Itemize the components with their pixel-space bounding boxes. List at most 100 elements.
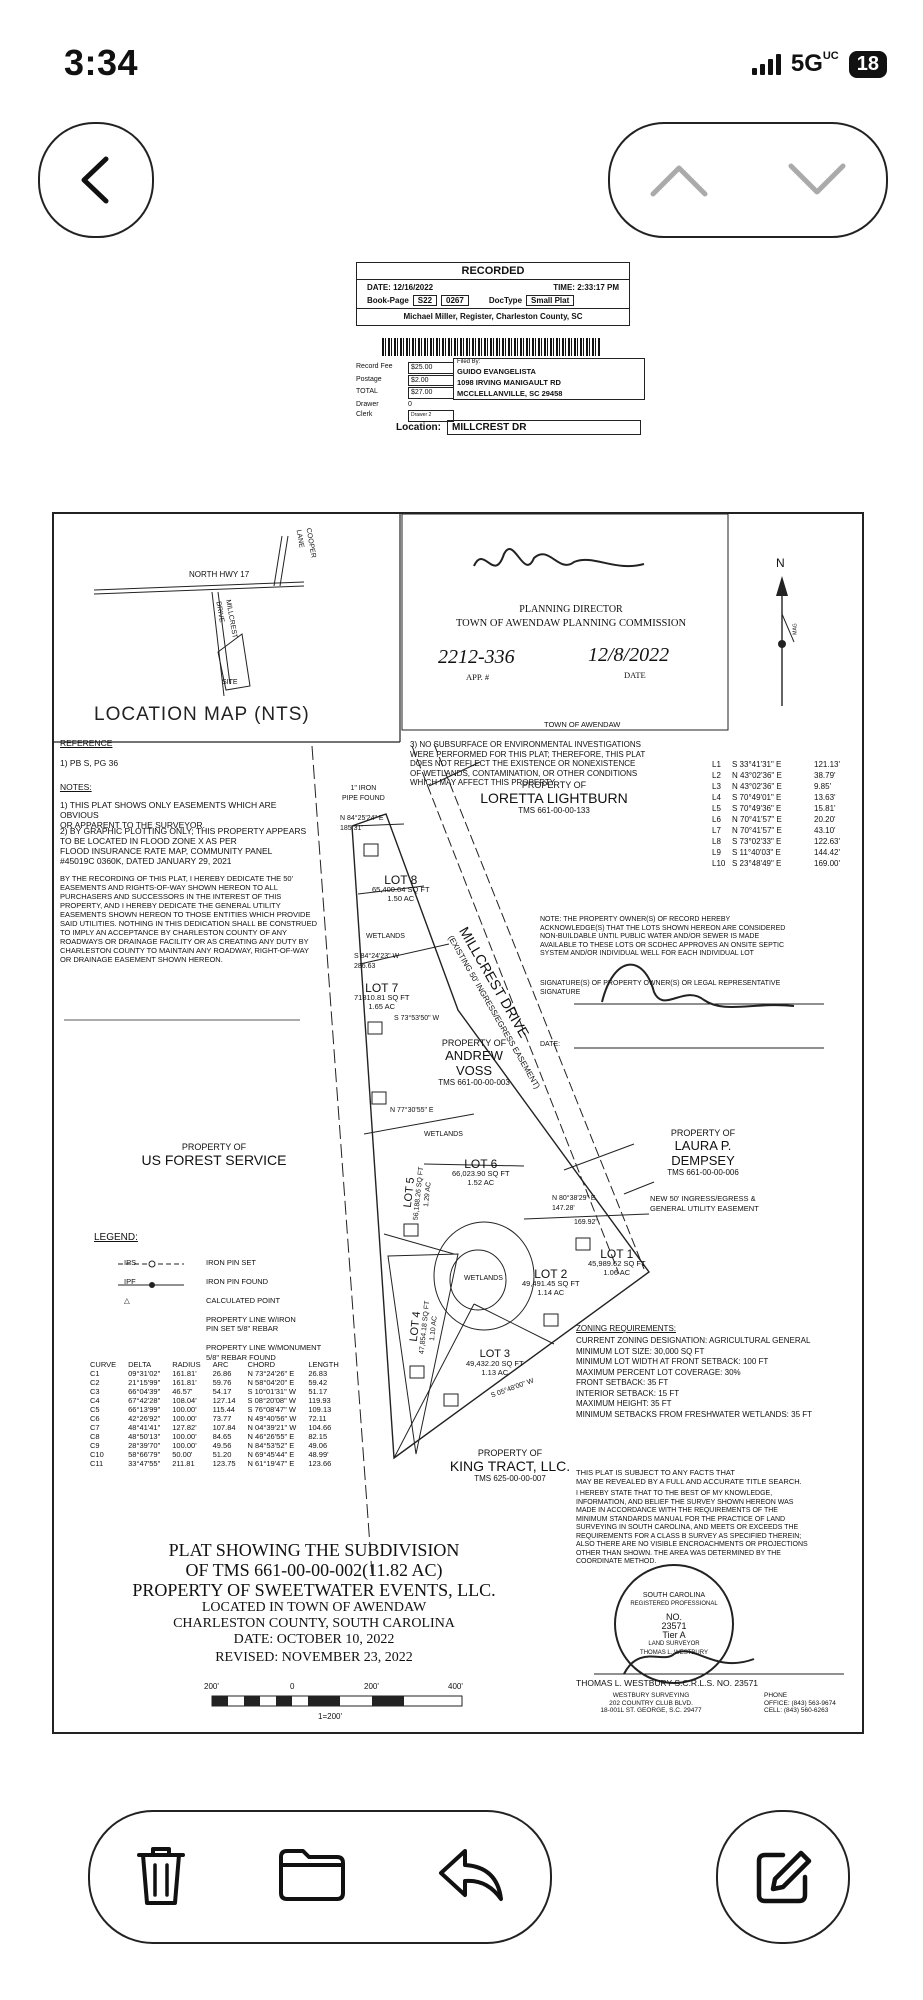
curve-cell: 51.20 [212, 1450, 232, 1459]
curve-cell: C6 [90, 1414, 100, 1423]
lot-acres: 1.50 AC [387, 894, 415, 903]
lot-area: 45,989.62 SQ FT [588, 1259, 646, 1268]
title-line: PLAT SHOWING THE SUBDIVISION [168, 1540, 460, 1560]
curve-cell: S 10°01'31" W [247, 1387, 296, 1396]
lot-acres: 1.52 AC [467, 1178, 495, 1187]
fee-value: Drawer 2 [408, 410, 454, 422]
town-label: TOWN OF AWENDAW [544, 720, 621, 729]
lot-area: 49,491.45 SQ FT [522, 1279, 580, 1288]
legend-sym-calc: △ [124, 1295, 130, 1305]
bearing-distance: 286.63 [354, 963, 376, 970]
curve-cell: N 04°39'21" W [247, 1423, 297, 1432]
wetlands-label: WETLANDS [424, 1131, 463, 1138]
curve-cell: 84.65 [212, 1432, 232, 1441]
line-distance: 15.81' [814, 804, 836, 813]
seal-state: SOUTH CAROLINA [642, 1591, 706, 1599]
curve-cell: 59.76 [212, 1378, 232, 1387]
legend-sym-ipf: IPF [124, 1276, 136, 1286]
line-id: L4 [712, 793, 721, 802]
reply-button[interactable] [427, 1837, 515, 1918]
move-folder-button[interactable] [267, 1837, 357, 1918]
curve-cell: 109.13 [308, 1405, 332, 1414]
curve-cell: 211.81 [172, 1459, 195, 1468]
curve-cell: 161.81' [172, 1369, 197, 1378]
fee-label: Drawer [356, 400, 379, 408]
new-easement-label: NEW 50' INGRESS/EGRESS & GENERAL UTILITY… [650, 1194, 759, 1213]
line-distance: 144.42' [814, 848, 840, 857]
lot-name: LOT 3 [479, 1348, 510, 1360]
curve-cell: 100.00' [172, 1441, 197, 1450]
line-id: L5 [712, 804, 721, 813]
lot-area: 49,432.20 SQ FT [466, 1359, 524, 1368]
back-button[interactable] [38, 122, 154, 238]
legend-item: PROPERTY LINE W/IRON PIN SET 5/8" REBAR [206, 1314, 296, 1334]
location-row: Location: MILLCREST DR [396, 420, 641, 435]
line-bearing: N 70°41'57" E [732, 826, 782, 835]
curve-cell: 119.93 [308, 1396, 331, 1405]
tms-number: TMS 625-00-00-007 [474, 1474, 546, 1483]
bearing-text: N 84°25'24" E [340, 815, 384, 822]
fee-table: Record Fee$25.00 Postage$2.00 TOTAL$27.0… [356, 362, 454, 422]
surveyor-name: THOMAS L. WESTBURY S.C.R.L.S. NO. 23571 [576, 1678, 759, 1688]
app-label: APP. # [466, 672, 490, 682]
title-line: LOCATED IN TOWN OF AWENDAW [201, 1600, 427, 1615]
curve-cell: 67°42'28" [128, 1396, 161, 1405]
tms-number: TMS 661-00-00-006 [667, 1168, 739, 1177]
scale-ratio: 1=200' [318, 1712, 342, 1721]
curve-cell: N 58°04'20" E [247, 1378, 295, 1387]
owner-signature-label: SIGNATURE(S) OF PROPERTY OWNER(S) OR LEG… [540, 980, 781, 996]
lot-area: 71810.81 SQ FT [354, 993, 410, 1002]
recorded-title: RECORDED [357, 263, 629, 280]
forest-property: PROPERTY OF US FOREST SERVICE [114, 1142, 314, 1168]
delete-button[interactable] [125, 1833, 197, 1922]
fee-value: $27.00 [408, 387, 454, 399]
curve-cell: C3 [90, 1387, 100, 1396]
tms-number: TMS 661-00-00-003 [438, 1078, 510, 1087]
app-date: 12/8/2022 [588, 644, 670, 666]
curve-cell: 66°13'99" [128, 1405, 161, 1414]
dedication-text: BY THE RECORDING OF THIS PLAT, I HEREBY … [60, 874, 317, 964]
property-of-label: PROPERTY OF [670, 1128, 736, 1138]
curve-cell: N 61°19'47" E [247, 1459, 295, 1468]
curve-cell: 100.00' [172, 1405, 197, 1414]
lot-acres: 1.13 AC [481, 1368, 509, 1377]
lot-name: LOT 7 [365, 981, 399, 995]
bookpage-label: Book-Page [367, 296, 409, 305]
curve-cell: 127.14 [212, 1396, 236, 1405]
network-label: 5GUC [790, 50, 839, 77]
register-line: Michael Miller, Register, Charleston Cou… [357, 308, 629, 325]
title-line: REVISED: NOVEMBER 23, 2022 [215, 1650, 413, 1665]
surveyor-phone: PHONE OFFICE: (843) 563-9674 CELL: (843)… [764, 1692, 836, 1714]
compose-button[interactable] [716, 1810, 850, 1944]
seal-no-label: NO. [665, 1611, 682, 1622]
curve-cell: 49.56 [212, 1441, 232, 1450]
curve-cell: 48°41'41" [128, 1423, 161, 1432]
line-bearing: S 33°41'31" E [732, 760, 782, 769]
surveyor-seal: SOUTH CAROLINA REGISTERED PROFESSIONAL N… [614, 1564, 734, 1684]
seal-number: 23571 [661, 1620, 687, 1631]
owner-name: LORETTA LIGHTBURN [480, 790, 628, 806]
chevron-up-icon[interactable] [649, 162, 709, 198]
note-3: 3) NO SUBSURFACE OR ENVIRONMENTAL INVEST… [410, 740, 646, 787]
line-bearing: N 43°02'36" E [732, 782, 782, 791]
lot-acres: 1.65 AC [368, 1002, 396, 1011]
curve-cell: 28°39'70" [128, 1441, 161, 1450]
filed-by-city: MCCLELLANVILLE, SC 29458 [457, 389, 563, 398]
title-line: OF TMS 661-00-00-002(11.82 AC) [185, 1560, 443, 1580]
curve-cell: 123.75 [212, 1459, 236, 1468]
bearing-text: S 84°24'23" W [354, 953, 400, 960]
folder-icon [279, 1848, 345, 1901]
line-distance: 9.85' [814, 782, 832, 791]
chevron-down-icon[interactable] [787, 162, 847, 198]
curve-cell: C1 [90, 1369, 100, 1378]
tms-number: TMS 661-00-00-133 [518, 806, 590, 815]
line-distance: 38.79' [814, 771, 836, 780]
curve-cell: S 76°08'47" W [247, 1405, 296, 1414]
scale-label: 200' [364, 1682, 379, 1691]
legend-symbols: IPS IPF △ [124, 1248, 136, 1315]
